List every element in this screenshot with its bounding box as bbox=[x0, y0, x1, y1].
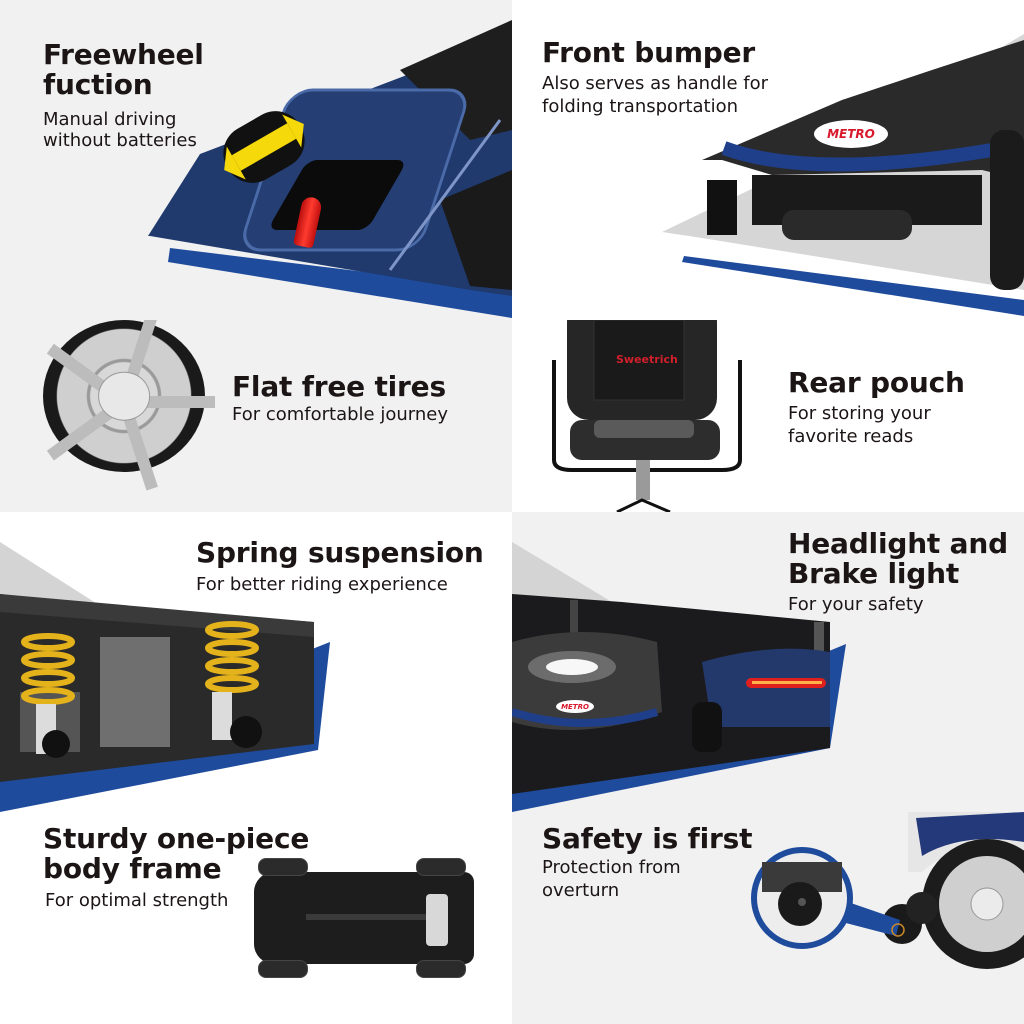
feature-title: Flat free tires bbox=[232, 372, 446, 402]
feature-title: Rear pouch bbox=[788, 368, 965, 398]
feature-title: Headlight and Brake light bbox=[788, 529, 1008, 589]
metro-logo-text: METRO bbox=[827, 127, 875, 141]
title-line-1: Flat free tires bbox=[232, 370, 446, 403]
feature-frame: Sturdy one-piece body frame For optimal … bbox=[0, 812, 512, 1024]
subtitle-line-1: For better riding experience bbox=[196, 574, 448, 595]
metro-logo: METRO bbox=[814, 120, 888, 148]
feature-subtitle: For optimal strength bbox=[45, 890, 228, 912]
feature-subtitle: For storing your favorite reads bbox=[788, 402, 931, 448]
title-line-1: Safety is first bbox=[542, 822, 753, 855]
tire-icon bbox=[43, 320, 215, 491]
title-line-1: Headlight and bbox=[788, 527, 1008, 560]
title-line-2: fuction bbox=[43, 68, 153, 101]
subtitle-line-1: Protection from bbox=[542, 857, 681, 878]
feature-subtitle: For your safety bbox=[788, 594, 924, 616]
feature-subtitle: Manual driving without batteries bbox=[43, 109, 197, 151]
title-line-1: Sturdy one-piece bbox=[43, 822, 310, 855]
title-line-1: Freewheel bbox=[43, 38, 204, 71]
feature-safety: Safety is first Protection from overturn bbox=[512, 812, 1024, 1024]
headlight-brakelight-photo bbox=[512, 542, 846, 812]
feature-title: Safety is first bbox=[542, 824, 752, 854]
feature-title: Sturdy one-piece body frame bbox=[43, 824, 309, 884]
subtitle-line-1: For optimal strength bbox=[45, 890, 229, 911]
feature-title: Front bumper bbox=[542, 38, 755, 68]
feature-front-bumper: METRO Front bumper Also serves as handle… bbox=[512, 0, 1024, 320]
subtitle-line-1: For comfortable journey bbox=[232, 404, 448, 425]
feature-subtitle: For comfortable journey bbox=[232, 404, 448, 426]
title-line-1: Rear pouch bbox=[788, 366, 965, 399]
subtitle-line-2: overturn bbox=[542, 880, 620, 901]
subtitle-line-2: favorite reads bbox=[788, 426, 914, 447]
feature-subtitle: Also serves as handle for folding transp… bbox=[542, 72, 768, 118]
subtitle-line-2: without batteries bbox=[43, 130, 197, 151]
freewheel-lever-icon bbox=[0, 0, 512, 320]
metro-logo: METRO bbox=[556, 700, 594, 713]
feature-lights: METRO Headlight and Brake light For your… bbox=[512, 512, 1024, 812]
chassis-photo bbox=[246, 858, 486, 978]
sweetrich-logo-text: Sweetrich bbox=[616, 353, 678, 366]
title-line-2: body frame bbox=[43, 852, 222, 885]
front-bumper-photo bbox=[662, 34, 1024, 316]
seat-pouch-photo: Sweetrich bbox=[512, 320, 772, 512]
feature-title: Spring suspension bbox=[196, 538, 484, 568]
subtitle-line-1: For storing your bbox=[788, 403, 931, 424]
feature-suspension: Spring suspension For better riding expe… bbox=[0, 512, 512, 812]
title-line-1: Spring suspension bbox=[196, 536, 484, 569]
subtitle-line-1: Manual driving bbox=[43, 109, 177, 130]
feature-subtitle: Protection from overturn bbox=[542, 856, 681, 902]
feature-subtitle: For better riding experience bbox=[196, 574, 448, 596]
title-line-2: Brake light bbox=[788, 557, 960, 590]
spring-suspension-photo bbox=[0, 542, 330, 812]
feature-tires: Flat free tires For comfortable journey bbox=[0, 320, 512, 512]
anti-tip-wheel-photo bbox=[751, 812, 1024, 969]
sweetrich-logo: Sweetrich bbox=[616, 353, 678, 366]
feature-title: Freewheel fuction bbox=[43, 40, 204, 100]
feature-rear-pouch: Sweetrich Rear pouch For storing your fa… bbox=[512, 320, 1024, 512]
subtitle-line-1: For your safety bbox=[788, 594, 924, 615]
subtitle-line-1: Also serves as handle for bbox=[542, 73, 769, 94]
subtitle-line-2: folding transportation bbox=[542, 96, 739, 117]
feature-freewheel: Freewheel fuction Manual driving without… bbox=[0, 0, 512, 320]
title-line-1: Front bumper bbox=[542, 36, 756, 69]
hub-cap-icon bbox=[98, 371, 150, 421]
metro-logo-text: METRO bbox=[561, 702, 589, 711]
